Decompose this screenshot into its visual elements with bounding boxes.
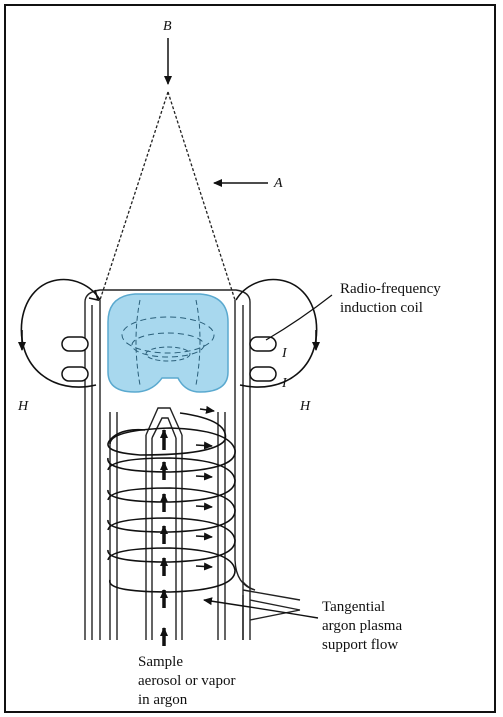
plasma-cone-outline [100, 92, 235, 300]
label-i-top: I [281, 346, 288, 361]
label-a: A [273, 176, 283, 191]
label-sample-line3: in argon [138, 692, 188, 708]
label-rf-coil-line2: induction coil [340, 300, 423, 316]
label-h-left: H [17, 399, 29, 414]
label-b: B [163, 19, 172, 34]
label-i-bottom: I [281, 376, 288, 391]
label-tangential-line3: support flow [322, 637, 398, 653]
label-tangential-line1: Tangential [322, 599, 385, 615]
tangential-swirl [108, 409, 235, 592]
label-h-right: H [299, 399, 311, 414]
label-tangential-line2: argon plasma [322, 618, 402, 634]
label-sample-line1: Sample [138, 654, 183, 670]
rf-coil-pointer [266, 295, 332, 340]
magnetic-field-left [21, 280, 100, 388]
label-sample-line2: aerosol or vapor [138, 673, 235, 689]
label-rf-coil-line1: Radio-frequency [340, 281, 441, 297]
plasma-fireball [108, 294, 228, 392]
